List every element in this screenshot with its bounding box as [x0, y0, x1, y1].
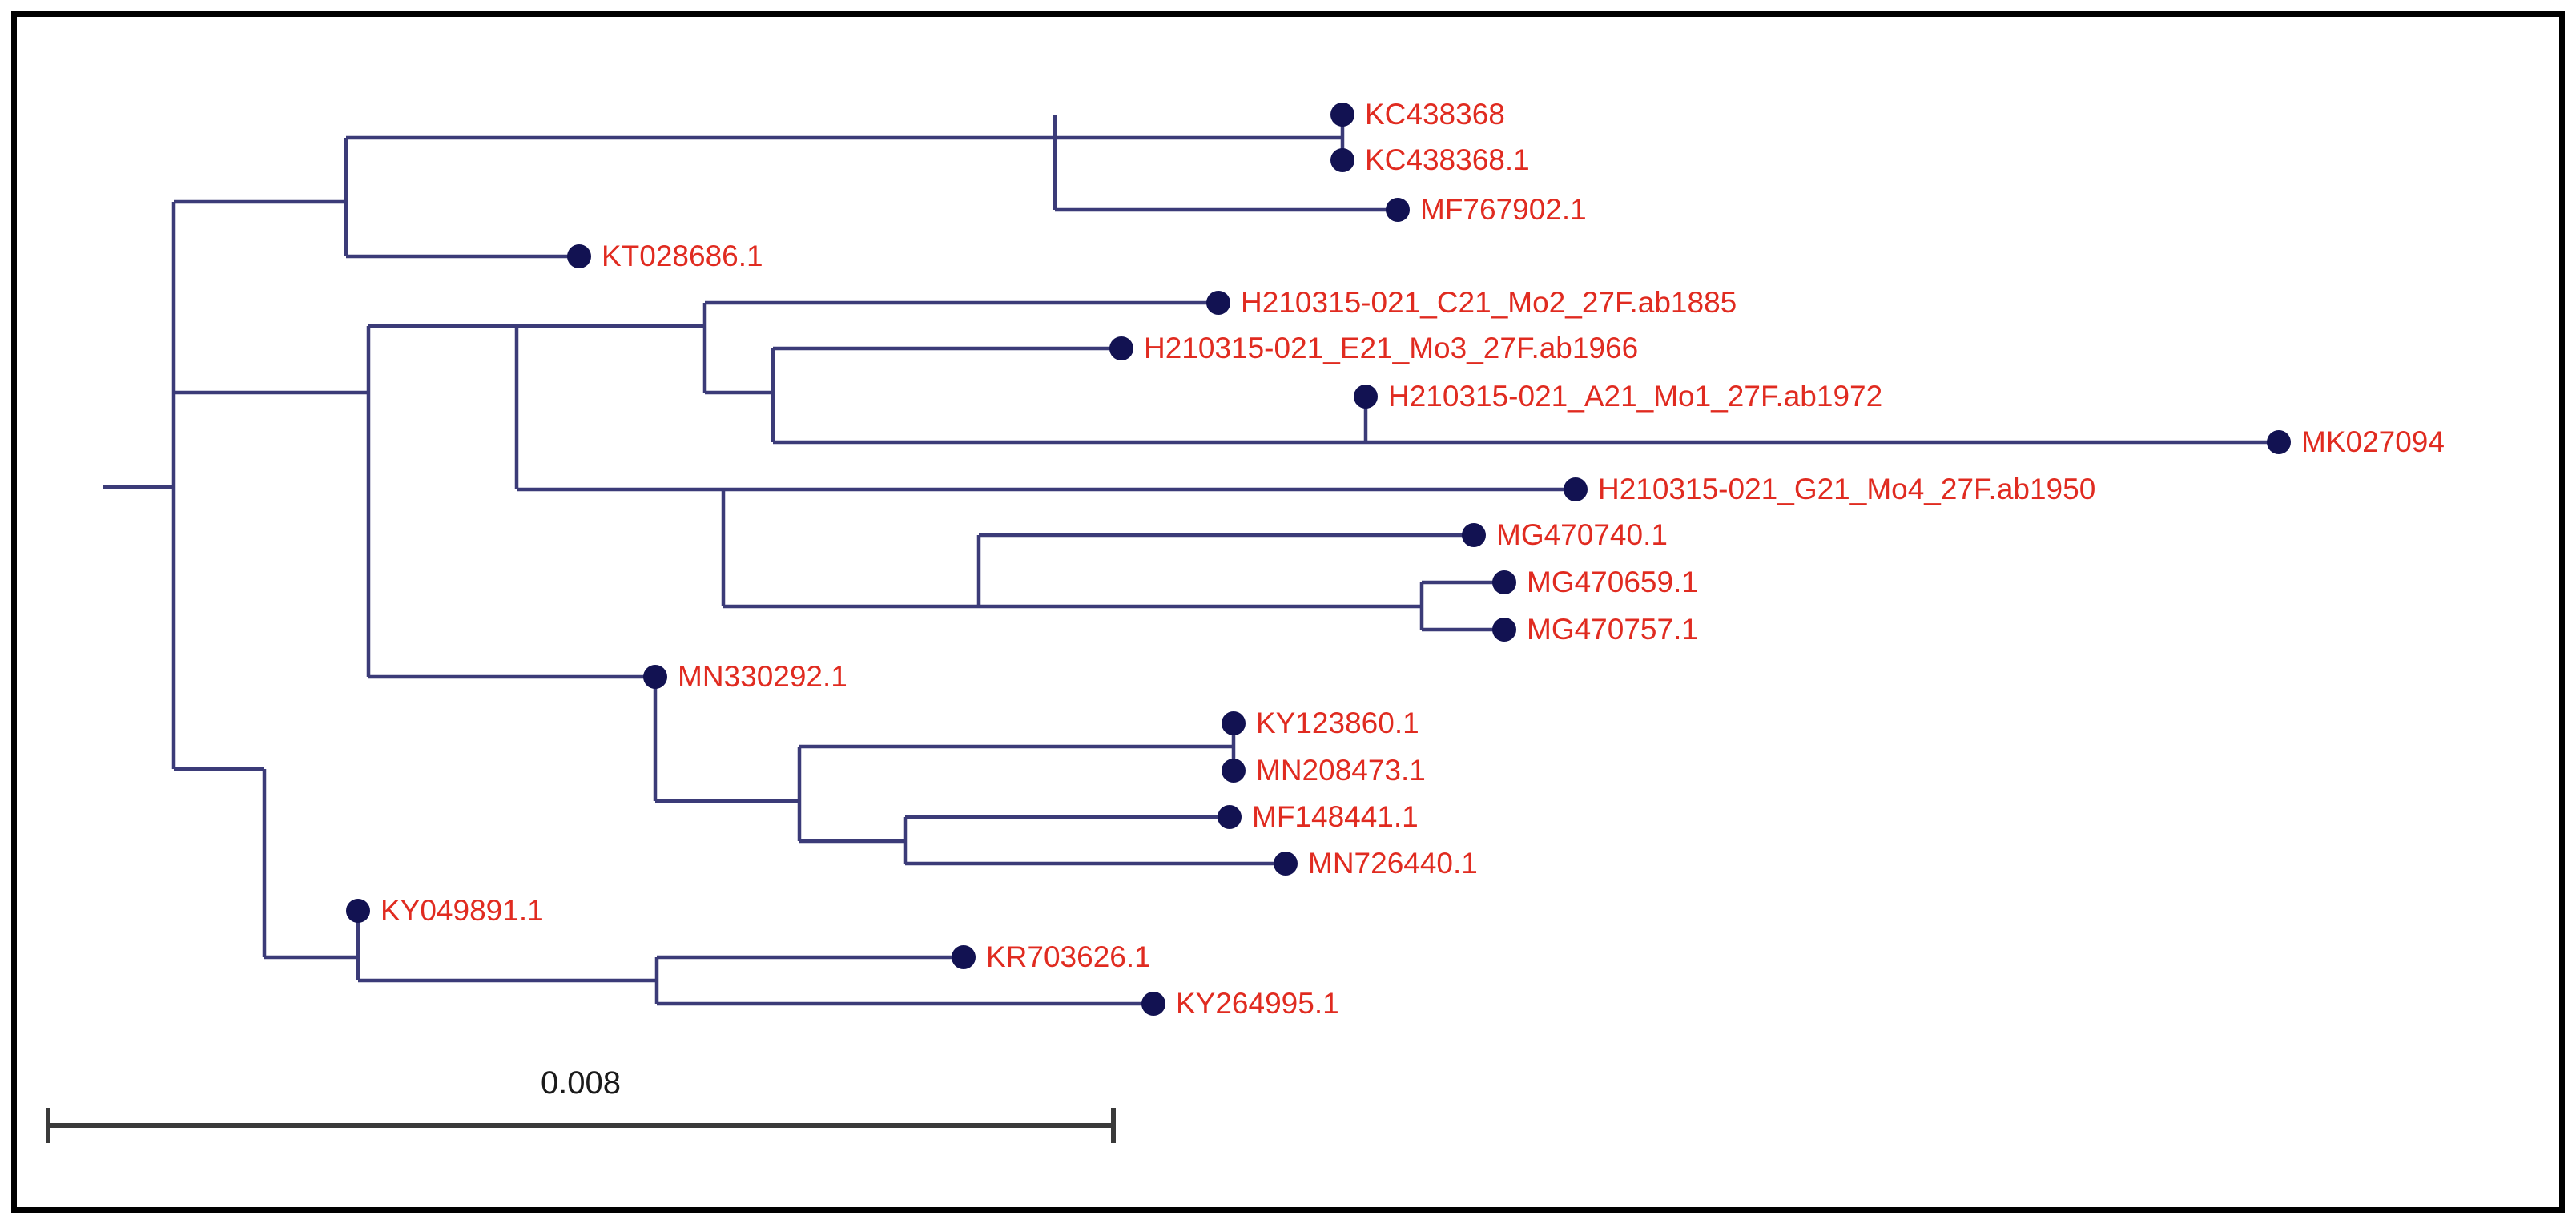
tip-dot[interactable]	[952, 945, 976, 969]
tip-label: H210315-021_G21_Mo4_27F.ab1950	[1598, 473, 2095, 505]
tip-label: KT028686.1	[602, 240, 763, 272]
tip-dot[interactable]	[1141, 992, 1165, 1016]
tip-label: MN726440.1	[1308, 847, 1478, 880]
tip-label: MG470659.1	[1527, 566, 1698, 598]
tip-dot[interactable]	[1492, 570, 1516, 594]
tip-label: MF767902.1	[1420, 193, 1587, 226]
tip-labels-group: KC438368KC438368.1MF767902.1KT028686.1H2…	[380, 98, 2445, 1020]
tip-dot[interactable]	[346, 899, 370, 923]
tip-label: KC438368	[1365, 98, 1505, 131]
tip-dot[interactable]	[1330, 148, 1354, 172]
tip-dot[interactable]	[1354, 385, 1378, 409]
tip-dot[interactable]	[2267, 430, 2291, 454]
tip-label: MN330292.1	[678, 660, 847, 693]
tip-label: H210315-021_A21_Mo1_27F.ab1972	[1388, 380, 1882, 413]
tip-label: KY264995.1	[1176, 987, 1339, 1020]
tip-dot[interactable]	[1206, 291, 1230, 315]
tip-label: KY049891.1	[380, 894, 544, 927]
tip-dot[interactable]	[1222, 711, 1246, 735]
tip-dot[interactable]	[1222, 759, 1246, 783]
tip-dot[interactable]	[643, 665, 667, 689]
tree-branches	[103, 115, 2279, 1006]
tip-dot[interactable]	[1386, 198, 1410, 222]
tip-label: MG470740.1	[1496, 518, 1668, 551]
tip-dot[interactable]	[1274, 852, 1298, 876]
tip-label: H210315-021_E21_Mo3_27F.ab1966	[1144, 332, 1638, 364]
tip-label: MK027094	[2301, 425, 2445, 458]
tip-label: MN208473.1	[1256, 754, 1426, 787]
scale-bar: 0.008	[46, 1065, 1116, 1143]
tip-dot[interactable]	[1109, 336, 1133, 360]
tip-label: KC438368.1	[1365, 143, 1530, 176]
tip-dot[interactable]	[1330, 103, 1354, 127]
tip-dot[interactable]	[1462, 523, 1486, 547]
tip-dot[interactable]	[1218, 805, 1242, 829]
tip-dot[interactable]	[1492, 618, 1516, 642]
tip-dot[interactable]	[1564, 477, 1588, 501]
tip-dot[interactable]	[567, 244, 591, 268]
tip-dots-group	[346, 103, 2291, 1016]
scale-bar-label: 0.008	[541, 1065, 621, 1101]
tip-label: KR703626.1	[986, 940, 1151, 973]
tip-label: MF148441.1	[1252, 800, 1419, 833]
tip-label: H210315-021_C21_Mo2_27F.ab1885	[1241, 286, 1737, 319]
tip-label: KY123860.1	[1256, 707, 1419, 739]
tip-label: MG470757.1	[1527, 613, 1698, 646]
